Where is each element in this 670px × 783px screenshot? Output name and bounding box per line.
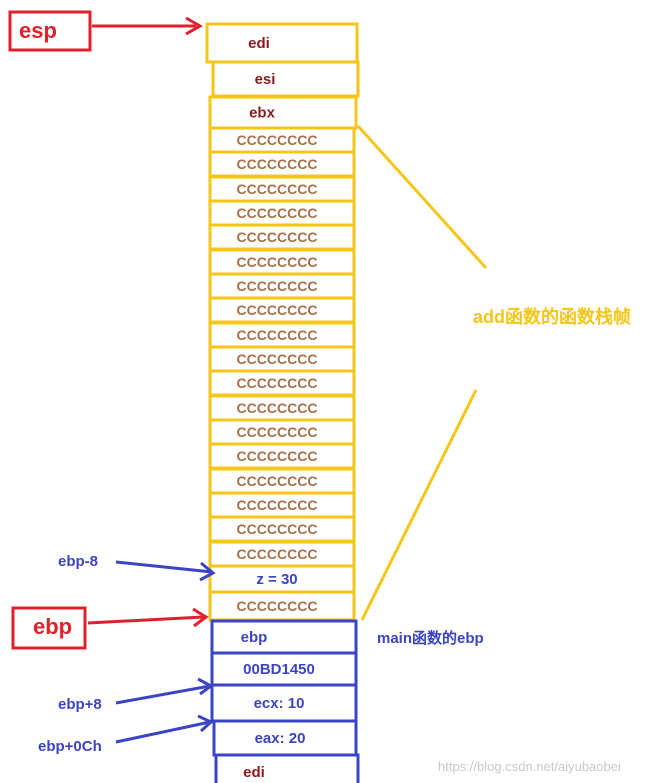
ebp-plus-0ch-arrowhead [197, 714, 214, 733]
stack-cell-fill-value: CCCCCCCC [237, 254, 318, 270]
stack-cell-fill-value: CCCCCCCC [237, 497, 318, 513]
stack-cell-fill-value: CCCCCCCC [237, 302, 318, 318]
stack-cell-box [214, 753, 360, 783]
main-ebp-annotation: main函数的ebp [377, 629, 484, 647]
stack-cell-value: esi [255, 71, 276, 88]
stack-cell-value: eax: 20 [255, 730, 306, 747]
stack-cell-fill-value: CCCCCCCC [237, 375, 318, 391]
ebp-arrow [87, 615, 205, 625]
stack-cell-fill-value: CCCCCCCC [237, 473, 318, 489]
stack-cell-fill-value: CCCCCCCC [237, 156, 318, 172]
ebp-plus-0ch-label: ebp+0Ch [38, 738, 102, 755]
stack-cell-fill-value: CCCCCCCC [237, 132, 318, 148]
stack-cell-value: z = 30 [256, 571, 297, 588]
add-frame-annotation: add函数的函数栈帧 [473, 306, 631, 327]
add-frame-bracket-upper [356, 124, 488, 270]
ebp-plus-0ch-arrow [115, 720, 211, 744]
ebp-label: ebp [33, 614, 72, 639]
stack-cell-fill-value: CCCCCCCC [237, 546, 318, 562]
ebp-plus-8-arrowhead [197, 677, 214, 696]
esp-arrowhead [185, 16, 204, 36]
stack-cell-value: edi [243, 764, 265, 781]
stack-cell-value: 00BD1450 [243, 661, 315, 678]
ebp-plus-8-arrow [115, 684, 211, 705]
stack-cell-fill-value: CCCCCCCC [237, 598, 318, 614]
ebp-minus-8-arrow [115, 560, 213, 574]
stack-cell-fill-value: CCCCCCCC [237, 229, 318, 245]
stack-cell-value: ebp [241, 629, 268, 646]
stack-cell-fill-value: CCCCCCCC [237, 400, 318, 416]
ebp-minus-8-arrowhead [199, 561, 216, 582]
stack-cell-value: edi [248, 35, 270, 52]
stack-cell-fill-value: CCCCCCCC [237, 351, 318, 367]
stack-cell-fill-value: CCCCCCCC [237, 448, 318, 464]
stack-cell-box [211, 60, 360, 98]
stack-cell-fill-value: CCCCCCCC [237, 181, 318, 197]
stack-cell-value: ebx [249, 105, 276, 122]
stack-cell-box [208, 95, 358, 130]
stack-cell-fill-value: CCCCCCCC [237, 424, 318, 440]
stack-cell-box [210, 619, 358, 655]
stack-cell-box [205, 22, 359, 64]
ebp-minus-8-label: ebp-8 [58, 553, 98, 570]
stack-cell-fill-value: CCCCCCCC [237, 205, 318, 221]
stack-cell-value: ecx: 10 [254, 695, 305, 712]
esp-label: esp [19, 18, 57, 43]
esp-label-box [8, 10, 92, 52]
ebp-plus-8-label: ebp+8 [58, 696, 102, 713]
ebp-label-box [11, 606, 87, 650]
ebp-arrowhead [192, 607, 209, 628]
stack-cell-fill-value: CCCCCCCC [237, 521, 318, 537]
stack-cell-fill-value: CCCCCCCC [237, 327, 318, 343]
stack-cell-fill-value: CCCCCCCC [237, 278, 318, 294]
add-frame-bracket-lower [360, 389, 478, 621]
watermark: https://blog.csdn.net/aiyubaobei [438, 759, 621, 774]
